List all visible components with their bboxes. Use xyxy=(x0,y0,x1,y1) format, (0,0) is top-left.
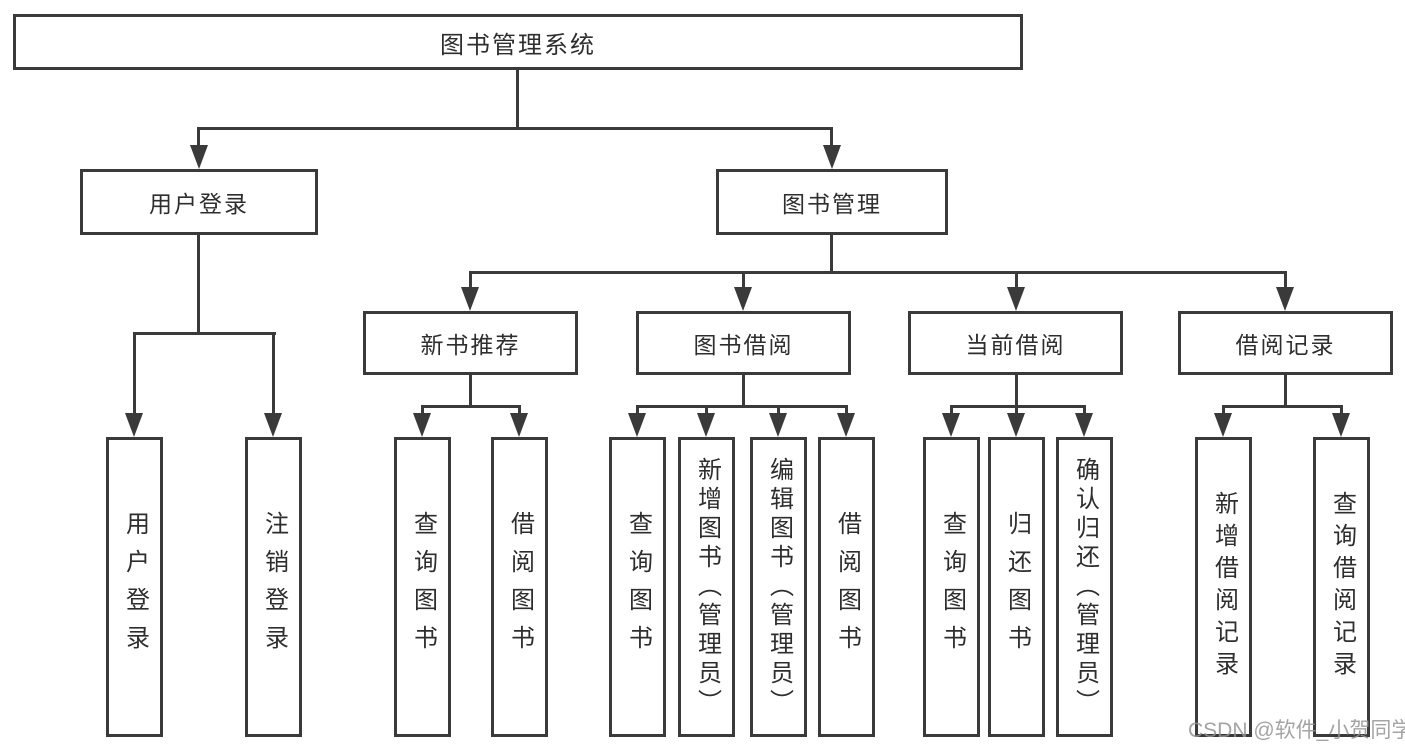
connector-line xyxy=(705,405,708,419)
connector-line xyxy=(830,235,833,274)
leaf-query-books-borrow: 查询图书 xyxy=(609,437,666,737)
arrowhead xyxy=(461,287,479,311)
leaf-edit-book-admin: 编辑图书（管理员） xyxy=(750,437,807,737)
leaf-query-books-newbooks: 查询图书 xyxy=(394,437,451,737)
connector-line xyxy=(1015,271,1018,291)
connector-line xyxy=(1083,405,1086,419)
connector-line xyxy=(950,405,953,419)
node-book-management: 图书管理 xyxy=(716,169,948,235)
arrowhead xyxy=(1214,413,1232,437)
connector-line xyxy=(197,235,200,335)
connector-line xyxy=(197,127,200,147)
arrowhead xyxy=(1332,413,1350,437)
arrowhead xyxy=(125,413,143,437)
connector-line xyxy=(516,70,519,128)
connector-line xyxy=(469,271,1287,274)
connector-line xyxy=(830,127,833,147)
connector-line xyxy=(421,405,424,419)
arrowhead xyxy=(734,287,752,311)
arrowhead xyxy=(769,413,787,437)
connector-line xyxy=(636,405,848,408)
connector-line xyxy=(1222,405,1343,408)
connector-line xyxy=(518,405,521,419)
node-new-books-label: 新书推荐 xyxy=(420,332,521,358)
leaf-borrow-books-newbooks: 借阅图书 xyxy=(491,437,548,737)
arrowhead xyxy=(510,413,528,437)
leaf-user-login: 用户登录 xyxy=(106,437,163,737)
node-user-login-label: 用户登录 xyxy=(149,191,249,217)
node-book-management-label: 图书管理 xyxy=(782,191,882,217)
connector-line xyxy=(1340,405,1343,419)
connector-line xyxy=(1284,375,1287,408)
node-root: 图书管理系统 xyxy=(13,14,1023,70)
connector-line xyxy=(272,332,275,417)
leaf-borrow-books-borrow: 借阅图书 xyxy=(818,437,875,737)
node-new-books: 新书推荐 xyxy=(363,311,578,375)
node-user-login: 用户登录 xyxy=(80,169,318,235)
watermark: CSDN @软件_小贺同学 xyxy=(1188,719,1405,742)
connector-line xyxy=(777,405,780,419)
arrowhead xyxy=(628,413,646,437)
connector-line xyxy=(950,405,1086,408)
node-borrow-records: 借阅记录 xyxy=(1178,311,1393,375)
node-book-borrow-label: 图书借阅 xyxy=(693,332,794,358)
arrowhead xyxy=(1007,413,1025,437)
arrowhead xyxy=(264,413,282,437)
node-current-borrow: 当前借阅 xyxy=(908,311,1123,375)
leaf-query-books-current: 查询图书 xyxy=(923,437,980,737)
node-root-label: 图书管理系统 xyxy=(440,31,596,59)
leaf-logout: 注销登录 xyxy=(245,437,302,737)
node-borrow-records-label: 借阅记录 xyxy=(1235,332,1336,358)
connector-line xyxy=(197,127,833,130)
arrowhead xyxy=(413,413,431,437)
connector-line xyxy=(636,405,639,419)
arrowhead xyxy=(1276,287,1294,311)
connector-line xyxy=(845,405,848,419)
leaf-confirm-return-admin: 确认归还（管理员） xyxy=(1056,437,1113,737)
connector-line xyxy=(133,332,136,417)
connector-line xyxy=(742,375,745,408)
leaf-query-borrow-record: 查询借阅记录 xyxy=(1313,437,1370,737)
connector-line xyxy=(421,405,521,408)
leaf-add-borrow-record: 新增借阅记录 xyxy=(1195,437,1252,737)
arrowhead xyxy=(823,145,841,169)
arrowhead xyxy=(190,145,208,169)
leaf-return-book: 归还图书 xyxy=(988,437,1045,737)
connector-line xyxy=(133,332,276,335)
arrowhead xyxy=(697,413,715,437)
arrowhead xyxy=(1007,287,1025,311)
connector-line xyxy=(469,271,472,291)
arrowhead xyxy=(942,413,960,437)
connector-line xyxy=(469,375,472,408)
arrowhead xyxy=(837,413,855,437)
connector-line xyxy=(1222,405,1225,419)
connector-line xyxy=(1015,375,1018,408)
connector-line xyxy=(1284,271,1287,291)
leaf-add-book-admin: 新增图书（管理员） xyxy=(678,437,735,737)
connector-line xyxy=(1015,405,1018,419)
connector-line xyxy=(742,271,745,291)
node-current-borrow-label: 当前借阅 xyxy=(965,332,1066,358)
node-book-borrow: 图书借阅 xyxy=(636,311,851,375)
arrowhead xyxy=(1075,413,1093,437)
